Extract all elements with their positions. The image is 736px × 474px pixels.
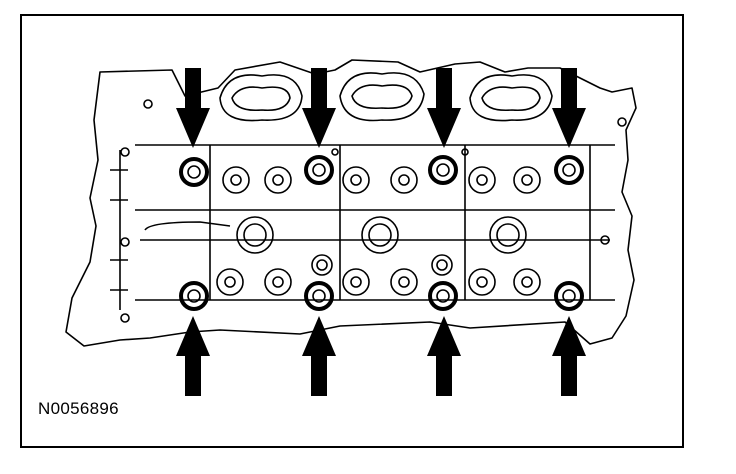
- port-shape-2: [339, 72, 425, 122]
- head-bolt-lower-2: [304, 281, 334, 311]
- arrow-down-2: [302, 68, 336, 148]
- port-shape-1: [219, 74, 303, 122]
- lower-cam-bolts: [216, 268, 541, 296]
- head-bolt-lower-1: [179, 281, 209, 311]
- head-bolt-lower-3: [428, 281, 458, 311]
- arrow-up-2: [302, 316, 336, 396]
- arrow-down-3: [427, 68, 461, 148]
- head-bolt-upper-3: [428, 155, 458, 185]
- head-bolt-lower-4: [554, 281, 584, 311]
- head-bolt-upper-4: [554, 155, 584, 185]
- arrow-up-3: [427, 316, 461, 396]
- arrow-up-4: [552, 316, 586, 396]
- arrow-up-1: [176, 316, 210, 396]
- arrow-down-1: [176, 68, 210, 148]
- figure-id-label: N0056896: [38, 399, 119, 418]
- upper-cam-bolts: [222, 166, 541, 194]
- head-bolt-upper-2: [304, 155, 334, 185]
- cylinder-head-outline: [65, 59, 637, 347]
- head-bolt-upper-1: [179, 157, 209, 187]
- arrow-down-4: [552, 68, 586, 148]
- port-shape-3: [469, 74, 553, 122]
